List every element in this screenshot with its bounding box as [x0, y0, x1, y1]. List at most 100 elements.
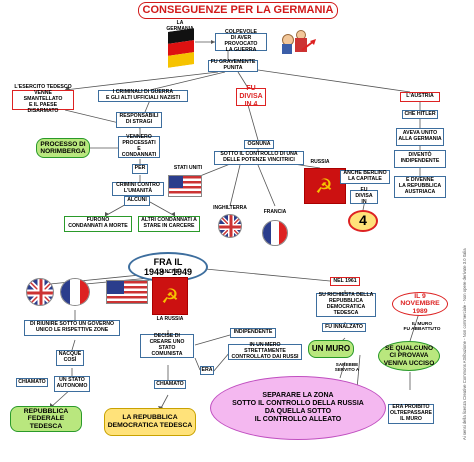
france-flag-icon-2 — [60, 278, 90, 306]
responsabili-node: RESPONSABILI DI STRAGI — [116, 112, 162, 128]
muro-abbattuto-label: IL MURO FU ABBATTUTO — [403, 322, 441, 333]
usa-flag-icon — [168, 175, 202, 197]
inghilterra-label: INGHILTERRA — [213, 205, 247, 211]
rft-node: REPUBBLICA FEDERALE TEDESCA — [10, 406, 82, 432]
separare-text: SEPARARE LA ZONA SOTTO IL CONTROLLO DELL… — [232, 392, 364, 423]
ognuna-text: OGNUNA — [247, 140, 271, 147]
anche-berlino-text: ANCHE BERLINO LA CAPITALE — [343, 170, 387, 182]
per-node: PER — [132, 164, 148, 174]
france-flag-icon — [262, 220, 288, 246]
era-proibito-node: ERA PROIBITO OLTREPASSARE IL MURO — [388, 404, 434, 424]
crimini-node: CRIMINI CONTRO L'UMANITÀ — [112, 182, 164, 196]
e-divenne-node: E DIVENNE LA REPUBBLICA AUSTRIACA — [394, 176, 446, 198]
divisa-node: FU DIVISA IN 4 — [236, 85, 266, 108]
stretto-text: IN UN MERO STRETTAMENTE CONTROLLATO DAI … — [231, 342, 299, 360]
un-muro-text: UN MURO — [311, 343, 351, 353]
fu-divisa-in-node: FU DIVISA IN — [350, 187, 378, 205]
usa-flag-icon-2 — [106, 280, 148, 304]
di-riunire-node: DI RIUNIRE SOTTO UN GOVERNO UNICO LE RIS… — [24, 320, 120, 336]
che-hitler-text: CHE HITLER — [404, 110, 436, 117]
esercito-text: L'ESERCITO TEDESCO VENNE SMANTELLATO E I… — [14, 84, 72, 114]
alcuni-node: ALCUNI — [124, 196, 150, 206]
fu-innalzato-node: FU INNALZATO — [322, 323, 366, 332]
indipendente-text: INDIPENDENTE — [233, 329, 273, 336]
stato-autonomo-text: UN STATO AUTONOMO — [56, 377, 88, 389]
aveva-unito-node: AVEVA UNITO ALLA GERMANIA — [396, 128, 444, 146]
vennero-node: VENNERO PROCESSATI E CONDANNATI — [118, 134, 160, 158]
license-text: Ai sensi della licenza Creative Commons … — [462, 248, 467, 440]
nacque-node: NACQUE COSÌ — [56, 350, 84, 366]
era-text: ERA — [201, 366, 213, 373]
fu-divisa-in-text: FU DIVISA IN — [355, 187, 373, 205]
la-russia-label: LA RUSSIA — [156, 316, 184, 322]
fu-punita-text: FU GRAVEMENTE PUNITA — [210, 59, 256, 71]
ussr-flag-icon: ☭ — [304, 168, 346, 204]
fu-punita-node: FU GRAVEMENTE PUNITA — [208, 59, 258, 72]
fra-il-text: FRA IL 1948 - 1949 — [143, 256, 193, 277]
che-hitler-node: CHE HITLER — [402, 110, 438, 119]
sarebbe-label: SAREBBE SERVITO A — [334, 362, 360, 373]
crimini-text: CRIMINI CONTRO L'UMANITÀ — [116, 182, 160, 194]
ussr-flag-icon-2: ☭ — [152, 277, 188, 315]
criminali-text: I CRIMINALI DI GUERRA E GLI ALTI UFFICIA… — [105, 89, 181, 101]
furono-node: FURONO CONDANNATI A MORTE — [64, 216, 132, 232]
germany-label: LA GERMANIA — [166, 20, 194, 32]
altri-node: ALTRI CONDANNATI A STARE IN CARCERE — [138, 216, 200, 232]
furono-text: FURONO CONDANNATI A MORTE — [68, 217, 128, 229]
austria-node: L'AUSTRIA — [400, 92, 440, 102]
decise-node: DECISE DI CREARE UNO STATO COMUNISTA — [140, 333, 194, 358]
nel-1961-node: NEL 1961 — [330, 277, 360, 286]
ognuna-node: OGNUNA — [244, 140, 274, 149]
page-title: CONSEGUENZE PER LA GERMANIA — [138, 2, 338, 19]
stato-autonomo-node: UN STATO AUTONOMO — [54, 376, 90, 392]
criminali-node: I CRIMINALI DI GUERRA E GLI ALTI UFFICIA… — [98, 89, 188, 102]
divento-node: DIVENTÒ INDIPENDENTE — [394, 150, 446, 168]
per-text: PER — [134, 165, 146, 172]
nove-novembre-node: IL 9 NOVEMBRE 1989 — [392, 292, 448, 316]
aveva-unito-text: AVEVA UNITO ALLA GERMANIA — [398, 130, 442, 142]
anche-label: ANCHE — [161, 269, 179, 275]
title-text: CONSEGUENZE PER LA GERMANIA — [142, 4, 334, 17]
arrow-icon — [300, 38, 318, 52]
processo-node: PROCESSO DI NORIMBERGA — [36, 138, 90, 158]
colpevole-node: COLPEVOLE DI AVER PROVOCATO LA GUERRA — [215, 29, 267, 53]
indipendente-node: INDIPENDENTE — [230, 328, 276, 338]
rft-text: REPUBBLICA FEDERALE TEDESCA — [23, 407, 69, 430]
nove-novembre-text: IL 9 NOVEMBRE 1989 — [400, 292, 440, 315]
se-qualcuno-node: SE QUALCUNO CI PROVAVA VENIVA UCCISO — [378, 341, 440, 371]
alcuni-text: ALCUNI — [127, 197, 147, 204]
germany-flag-icon — [168, 28, 194, 68]
four-node: 4 — [348, 210, 378, 232]
se-qualcuno-text: SE QUALCUNO CI PROVAVA VENIVA UCCISO — [383, 345, 435, 367]
sotto-controllo-node: SOTTO IL CONTROLLO DI UNA DELLE POTENZE … — [214, 151, 304, 165]
rdt-node: LA REPUBBLICA DEMOCRATICA TEDESCA — [104, 408, 196, 436]
nacque-text: NACQUE COSÌ — [58, 351, 82, 363]
chiamato-node-2: CHIAMATO — [154, 380, 186, 389]
four-text: 4 — [359, 212, 367, 229]
sotto-controllo-text: SOTTO IL CONTROLLO DI UNA DELLE POTENZE … — [220, 151, 298, 163]
chiamato-text-1: CHIAMATO — [18, 378, 46, 385]
era-proibito-text: ERA PROIBITO OLTREPASSARE IL MURO — [390, 404, 432, 422]
esercito-node: L'ESERCITO TEDESCO VENNE SMANTELLATO E I… — [12, 85, 74, 114]
stretto-node: IN UN MERO STRETTAMENTE CONTROLLATO DAI … — [228, 342, 302, 360]
era-node: ERA — [200, 366, 214, 375]
altri-text: ALTRI CONDANNATI A STARE IN CARCERE — [141, 217, 197, 229]
fu-innalzato-text: FU INNALZATO — [325, 323, 363, 330]
di-riunire-text: DI RIUNIRE SOTTO UN GOVERNO UNICO LE RIS… — [29, 321, 115, 333]
nel-1961-text: NEL 1961 — [333, 277, 357, 284]
austria-text: L'AUSTRIA — [406, 93, 434, 100]
un-muro-node: UN MURO — [308, 340, 354, 358]
vennero-text: VENNERO PROCESSATI E CONDANNATI — [121, 134, 157, 158]
chiamato-text-2: CHIAMATO — [156, 380, 184, 387]
richiesta-text: SU RICHIESTA DELLA REPUBBLICA DEMOCRATIC… — [318, 292, 374, 316]
richiesta-node: SU RICHIESTA DELLA REPUBBLICA DEMOCRATIC… — [316, 292, 376, 317]
divisa-text: FU DIVISA IN 4 — [239, 85, 263, 108]
processo-text: PROCESSO DI NORIMBERGA — [40, 140, 86, 155]
rdt-text: LA REPUBBLICA DEMOCRATICA TEDESCA — [107, 414, 193, 429]
uk-flag-icon — [218, 214, 242, 238]
responsabili-text: RESPONSABILI DI STRAGI — [119, 113, 159, 125]
decise-text: DECISE DI CREARE UNO STATO COMUNISTA — [149, 333, 185, 357]
uk-flag-icon-2 — [26, 278, 54, 306]
e-divenne-text: E DIVENNE LA REPUBBLICA AUSTRIACA — [398, 177, 442, 195]
colpevole-text: COLPEVOLE DI AVER PROVOCATO LA GUERRA — [224, 29, 258, 53]
